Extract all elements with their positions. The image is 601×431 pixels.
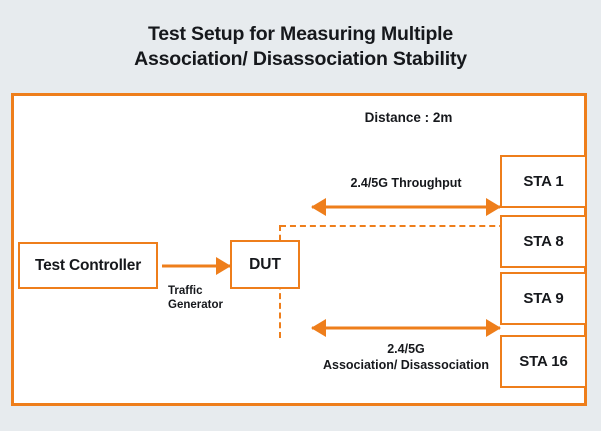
node-dut-label: DUT	[249, 255, 281, 273]
node-sta-8[interactable]: STA 8	[500, 215, 587, 268]
node-sta-16-label: STA 16	[519, 353, 568, 370]
traffic-generator-label-line1: Traffic	[168, 285, 203, 297]
association-arrow	[311, 317, 501, 339]
distance-bracket-top	[280, 225, 565, 227]
arrow-head-left-icon	[311, 198, 326, 216]
node-dut[interactable]: DUT	[230, 240, 300, 289]
arrow-shaft	[312, 326, 500, 330]
arrow-head-left-icon	[311, 319, 326, 337]
distance-label: Distance : 2m	[364, 110, 453, 125]
association-label-line1: 2.4/5G	[387, 342, 425, 356]
node-sta-16[interactable]: STA 16	[500, 335, 587, 388]
traffic-generator-label: Traffic Generator	[168, 284, 248, 312]
node-sta-1[interactable]: STA 1	[500, 155, 587, 208]
arrow-head-right-icon	[486, 198, 501, 216]
node-sta-1-label: STA 1	[523, 173, 564, 190]
node-sta-9[interactable]: STA 9	[500, 272, 587, 325]
arrow-shaft	[312, 205, 500, 209]
traffic-generator-arrow	[162, 255, 231, 277]
throughput-arrow	[311, 196, 501, 218]
arrow-shaft	[162, 264, 230, 268]
page-title-line2: Association/ Disassociation Stability	[134, 48, 467, 70]
node-test-controller-label: Test Controller	[34, 256, 142, 274]
throughput-label: 2.4/5G Throughput	[350, 176, 462, 190]
arrow-head-right-icon	[486, 319, 501, 337]
association-label-line2: Association/ Disassociation	[322, 358, 490, 372]
association-label: 2.4/5G Association/ Disassociation	[300, 341, 512, 373]
node-sta-9-label: STA 9	[523, 290, 564, 307]
traffic-generator-label-line2: Generator	[168, 299, 223, 311]
node-sta-8-label: STA 8	[523, 233, 564, 250]
page-title-line1: Test Setup for Measuring Multiple	[147, 23, 454, 45]
node-test-controller[interactable]: Test Controller	[18, 242, 158, 289]
page-title: Test Setup for Measuring Multiple Associ…	[0, 22, 601, 72]
arrow-head-right-icon	[216, 257, 231, 275]
